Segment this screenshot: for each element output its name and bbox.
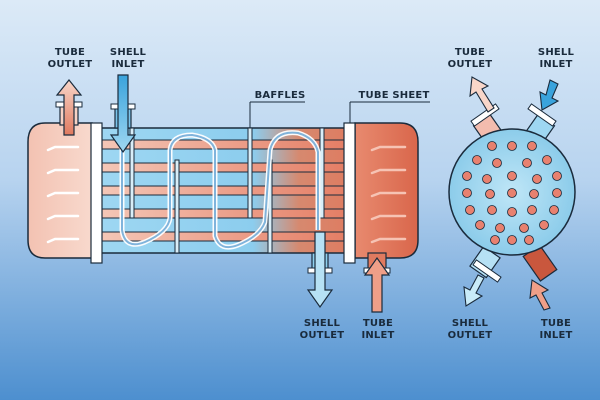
cross-section-shell-inlet-arrow — [539, 79, 560, 111]
bottom-tube-inlet-arrow — [363, 252, 391, 313]
tube-sheet-label: TUBE SHEET — [358, 90, 430, 101]
bottom-shell-outlet-arrow — [306, 231, 334, 309]
cross-section-tube-outlet-arrow — [469, 76, 495, 113]
right-channel-head — [354, 122, 419, 259]
tube-holes — [462, 141, 562, 245]
left-shell-inlet-arrow — [109, 74, 137, 154]
baffles-label: BAFFLES — [254, 90, 306, 101]
baffle-plates — [129, 127, 325, 254]
cross-section-view — [448, 76, 576, 311]
left-channel-head — [27, 122, 93, 259]
left-head-flow-arrows — [46, 145, 80, 244]
cross-section-tube-inlet-arrow — [529, 279, 551, 311]
left-tube-outlet-arrow — [55, 79, 83, 136]
cross-section-shell-outlet-nozzle — [469, 245, 502, 283]
cross-section-shell-outlet-arrow — [463, 274, 485, 307]
right-head-flow-arrows — [370, 145, 407, 244]
